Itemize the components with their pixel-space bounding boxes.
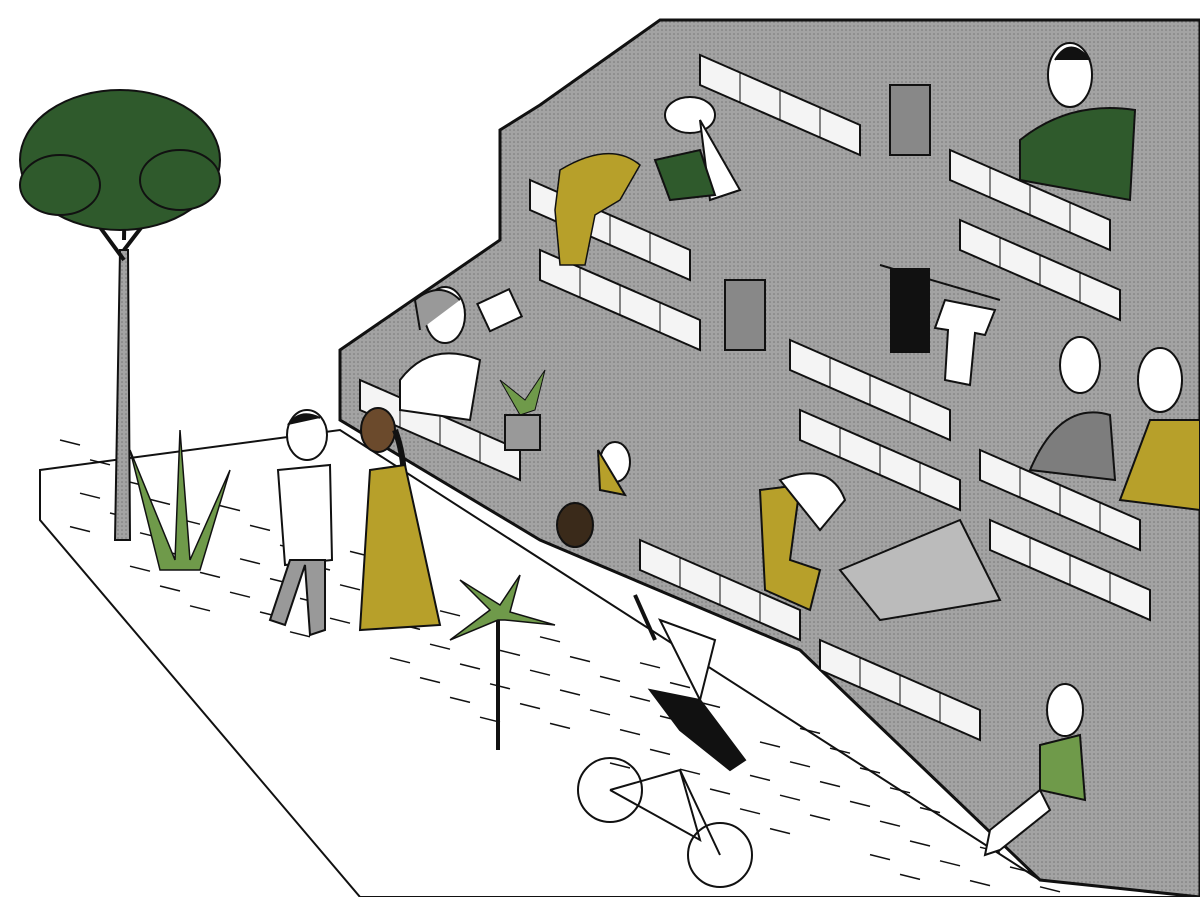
paving-line: [569, 655, 591, 663]
paving-line: [749, 774, 771, 782]
paving-line: [419, 676, 441, 684]
potted-plant: [499, 369, 546, 451]
paving-line: [389, 657, 411, 664]
palm-plant: [449, 574, 556, 750]
balcony: [699, 53, 861, 157]
balcony: [959, 218, 1121, 322]
paving-line: [829, 747, 851, 754]
paving-line: [189, 605, 211, 612]
paving-line: [769, 827, 791, 835]
balcony: [979, 448, 1141, 552]
paving-line: [819, 780, 841, 788]
paving-line: [449, 696, 471, 704]
paving-line: [549, 722, 571, 730]
people-talking-balcony: [1028, 336, 1200, 512]
paving-line: [629, 695, 651, 702]
paving-line: [439, 610, 461, 617]
bicycle-rear-wheel: [577, 757, 643, 823]
balcony: [789, 338, 951, 442]
balcony: [949, 148, 1111, 252]
paving-line: [669, 681, 691, 689]
plant-bush-left: [129, 429, 231, 571]
person-child-waving: [556, 441, 631, 548]
paving-line: [599, 675, 621, 683]
paving-line: [59, 439, 81, 446]
paving-line: [129, 565, 151, 572]
paving-line: [589, 709, 611, 716]
paving-line: [199, 571, 221, 579]
person-watering-plants: [653, 96, 742, 202]
paving-line: [529, 669, 551, 676]
paving-line: [539, 636, 561, 643]
paving-line: [69, 525, 91, 533]
paving-line: [159, 585, 181, 592]
paving-line: [899, 873, 921, 881]
paving-line: [339, 584, 361, 591]
paving-line: [89, 459, 111, 466]
paving-line: [289, 631, 311, 638]
balcony: [639, 538, 801, 642]
clothesline: [879, 264, 1001, 387]
lattice-screen: [724, 84, 1002, 622]
person-green-shirt-balcony: [1019, 42, 1137, 202]
paving-line: [79, 492, 101, 499]
paving-line: [619, 728, 641, 736]
paving-line: [219, 504, 241, 512]
paving-line: [499, 649, 521, 657]
paving-line: [329, 617, 351, 624]
paving-line: [789, 761, 811, 768]
paving-line: [239, 558, 261, 565]
paving-line: [1009, 866, 1031, 873]
paving-line: [559, 689, 581, 696]
paving-line: [459, 663, 481, 670]
paving-line: [739, 808, 761, 815]
paving-line: [709, 788, 731, 795]
apartment-modules: [359, 53, 1151, 742]
paving-line: [519, 702, 541, 710]
paving-line: [879, 820, 901, 827]
paving-line: [679, 768, 701, 775]
paving-line: [779, 794, 801, 801]
paving-line: [969, 879, 991, 887]
paving-line: [229, 591, 251, 598]
paving-line: [919, 806, 941, 814]
balcony: [539, 248, 701, 352]
person-mustard-top: [758, 472, 847, 612]
balcony: [799, 408, 961, 512]
paving-line: [249, 524, 271, 532]
person-walking-out: [983, 683, 1087, 857]
paving-line: [909, 840, 931, 847]
tree: [19, 89, 221, 541]
paving-line: [609, 762, 631, 769]
paving-line: [1039, 886, 1061, 893]
paving-line: [849, 800, 871, 808]
paving-line: [809, 814, 831, 821]
paving-line: [859, 767, 881, 774]
paving-line: [149, 498, 171, 506]
paving-line: [939, 860, 961, 867]
paving-line: [889, 787, 911, 794]
paving-line: [759, 741, 781, 748]
paving-line: [639, 662, 661, 669]
person-woman-yellow-dress: [358, 407, 442, 632]
paving-line: [869, 853, 891, 861]
balcony: [989, 518, 1151, 622]
person-man-walking: [268, 409, 334, 637]
mustard-vine: [554, 153, 641, 266]
paving-line: [649, 748, 671, 756]
person-cyclist: [577, 594, 753, 888]
paving-line: [429, 643, 451, 650]
bicycle-front-wheel: [687, 822, 753, 888]
balcony: [819, 638, 981, 742]
paving-line: [799, 727, 821, 735]
person-reading: [399, 286, 524, 422]
